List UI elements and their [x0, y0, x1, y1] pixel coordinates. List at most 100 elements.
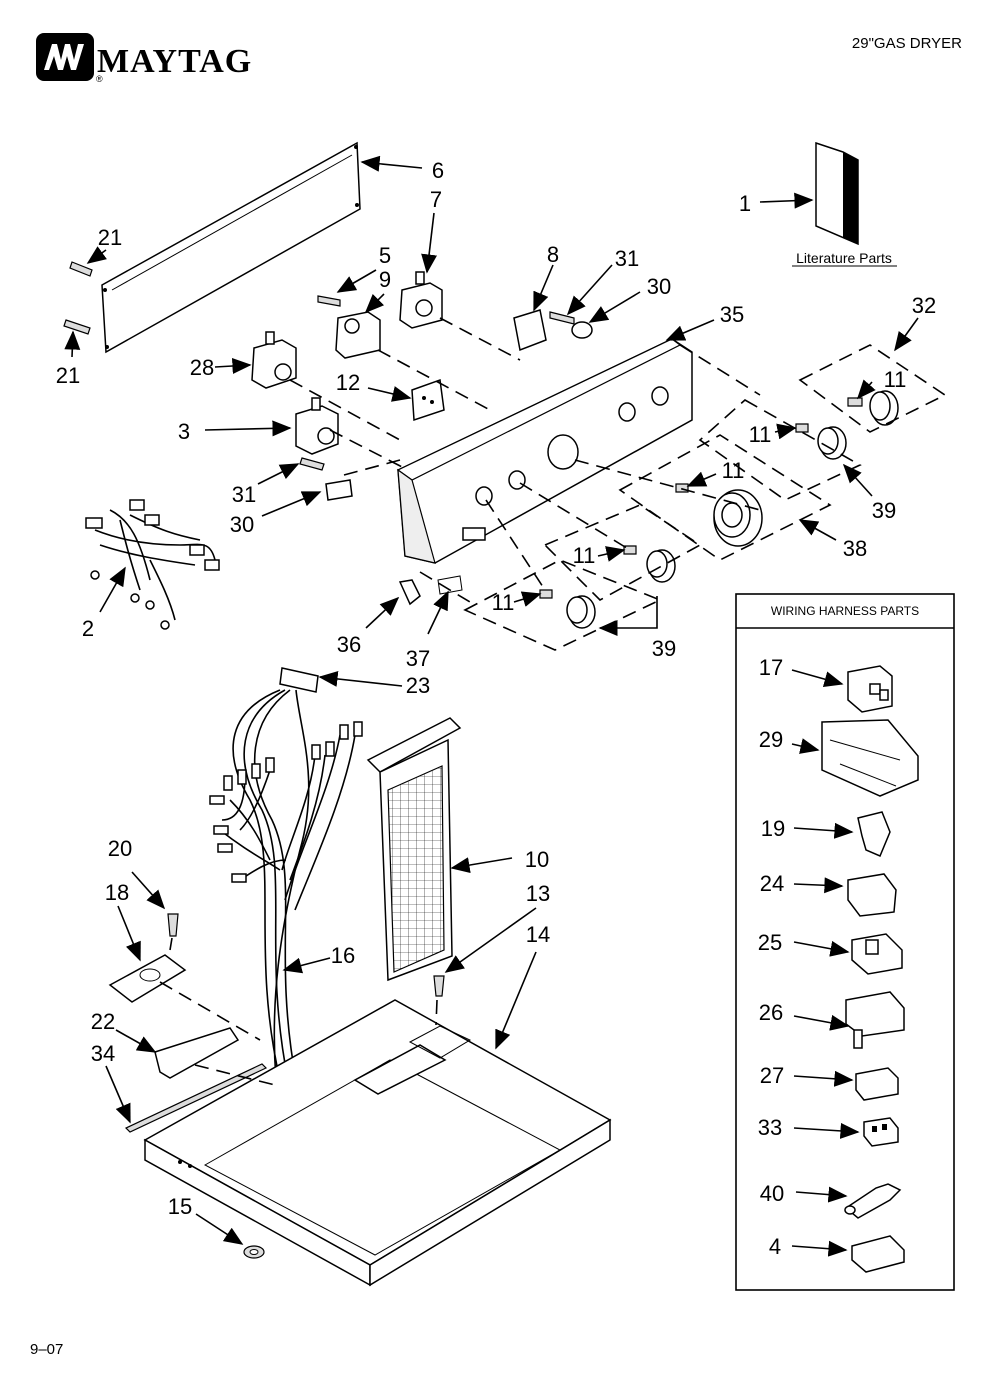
callout-6: 6	[432, 158, 444, 183]
callout-21-bottom: 21	[56, 363, 80, 388]
connector-4	[851, 1235, 905, 1273]
callout-32: 32	[912, 293, 936, 318]
wiring-harness-2	[85, 499, 220, 630]
callout-11-a: 11	[884, 367, 907, 392]
callout-13: 13	[526, 881, 550, 906]
bracket-22	[154, 1027, 240, 1079]
callout-12: 12	[336, 370, 360, 395]
spacer-30-left	[325, 479, 353, 501]
registered-mark: ®	[96, 74, 103, 84]
bracket-12	[411, 378, 445, 422]
callout-31-top: 31	[615, 246, 639, 271]
callout-30-top: 30	[647, 274, 671, 299]
callout-31-left: 31	[232, 482, 256, 507]
callout-37: 37	[406, 646, 430, 671]
screw-31-top	[549, 311, 575, 325]
callout-38: 38	[843, 536, 867, 561]
lower-dashed-guides	[159, 937, 438, 1086]
connector-33	[863, 1117, 899, 1147]
callout-11-c: 11	[722, 458, 745, 483]
callout-labels: 1 6 7 21 21 5 9 8 31 30 35 32 28 12 3 31…	[56, 158, 936, 1259]
callout-11-e: 11	[492, 590, 515, 615]
callout-11-d: 11	[573, 543, 596, 568]
switch-7	[399, 271, 443, 329]
callout-16: 16	[331, 943, 355, 968]
callout-36: 36	[337, 632, 361, 657]
bracket-18	[108, 954, 187, 1003]
switch-3	[295, 397, 339, 455]
callout-3: 3	[178, 419, 190, 444]
callout-8: 8	[547, 242, 559, 267]
callout-4: 4	[769, 1234, 781, 1259]
wiring-harness-parts-box	[735, 593, 955, 1291]
callout-2: 2	[82, 616, 94, 641]
callout-39-lower: 39	[652, 636, 676, 661]
literature-label: Literature Parts	[796, 250, 892, 266]
knob-dashed-guides	[289, 317, 947, 651]
screw-31-left	[299, 457, 325, 471]
callout-30-left: 30	[230, 512, 254, 537]
callout-39-upper: 39	[872, 498, 896, 523]
connector-17	[847, 665, 893, 713]
switch-8	[513, 309, 547, 352]
leader-arrows	[64, 155, 919, 1257]
lint-filter-10	[366, 717, 462, 982]
terminal-40	[844, 1183, 902, 1219]
literature-booklet	[792, 141, 897, 267]
callout-11-b: 11	[749, 422, 772, 447]
top-panel-14	[143, 999, 612, 1287]
callout-19: 19	[761, 816, 785, 841]
clip-36	[398, 579, 421, 606]
callout-17: 17	[759, 655, 783, 680]
callout-14: 14	[526, 922, 550, 947]
connector-24	[847, 873, 897, 917]
screw-21-top	[69, 261, 93, 277]
callout-25: 25	[758, 930, 782, 955]
switch-9	[335, 311, 381, 359]
callout-21-top: 21	[98, 225, 122, 250]
strip-34	[124, 1063, 268, 1133]
connector-19	[857, 811, 891, 857]
callout-5: 5	[379, 243, 391, 268]
maytag-logo: MAYTAG ®	[36, 33, 252, 84]
connector-29	[821, 719, 919, 797]
callout-34: 34	[91, 1041, 115, 1066]
knob-39-lower	[539, 589, 596, 629]
page-code: 9–07	[30, 1341, 63, 1358]
connector-26	[845, 991, 905, 1049]
callout-15: 15	[168, 1194, 192, 1219]
callout-1: 1	[739, 191, 751, 216]
timer-knob-38	[675, 483, 763, 547]
callout-33: 33	[758, 1115, 782, 1140]
foot-15	[243, 1245, 265, 1259]
knob-39-mid	[623, 545, 676, 583]
clip-37	[437, 575, 463, 595]
screw-21-bottom	[63, 319, 91, 335]
callout-18: 18	[105, 880, 129, 905]
control-panel	[396, 338, 693, 564]
knob-32	[847, 390, 899, 426]
brand-name: MAYTAG	[97, 43, 252, 80]
rear-panel	[101, 141, 361, 354]
callout-24: 24	[760, 871, 784, 896]
model-title: 29"GAS DRYER	[852, 35, 962, 52]
connector-25	[851, 933, 903, 975]
callout-22: 22	[91, 1009, 115, 1034]
callout-29: 29	[759, 727, 783, 752]
callout-7: 7	[430, 187, 442, 212]
connector-27	[855, 1067, 899, 1101]
knob-39-upper	[795, 423, 847, 460]
wiring-box-title: WIRING HARNESS PARTS	[771, 604, 919, 618]
main-harness-16	[209, 667, 363, 1081]
callout-28: 28	[190, 355, 214, 380]
screw-5	[317, 295, 341, 307]
callout-40: 40	[760, 1181, 784, 1206]
callout-23: 23	[406, 673, 430, 698]
callout-27: 27	[760, 1063, 784, 1088]
screw-13	[433, 975, 445, 997]
callout-20: 20	[108, 836, 132, 861]
callout-9: 9	[379, 267, 391, 292]
callout-10: 10	[525, 847, 549, 872]
switch-28	[251, 331, 297, 389]
screw-20	[167, 913, 179, 937]
